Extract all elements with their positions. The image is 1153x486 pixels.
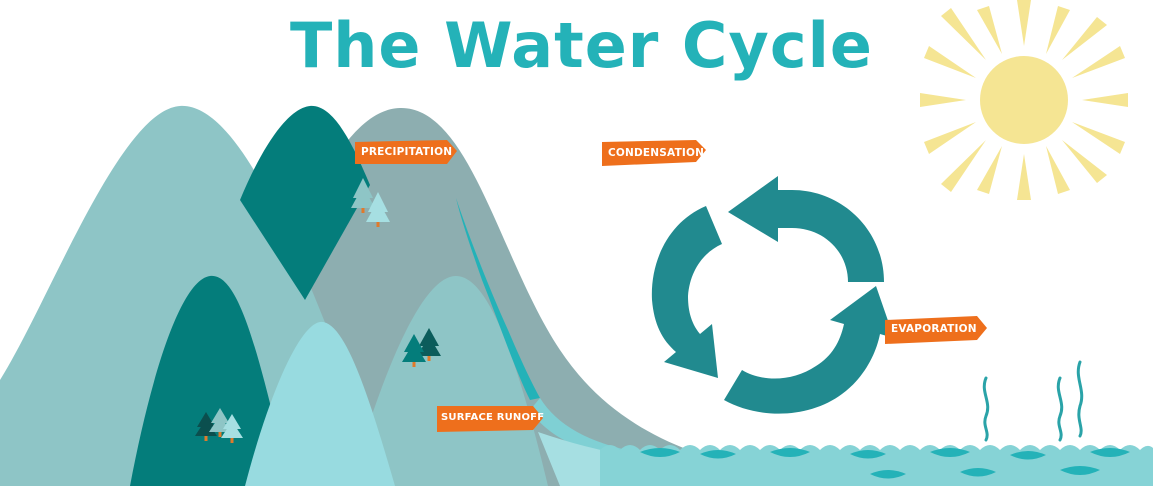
surface-runoff-text: SURFACE RUNOFF	[441, 412, 545, 423]
evaporation-text: EVAPORATION	[891, 323, 977, 335]
condensation-label: CONDENSATION	[602, 140, 706, 166]
sea	[600, 445, 1153, 486]
sun-icon	[920, 0, 1128, 200]
inner-dark-mountain	[130, 275, 290, 486]
precipitation-label: PRECIPITATION	[355, 140, 457, 164]
evaporation-label: EVAPORATION	[885, 316, 987, 344]
middle-mountain	[350, 275, 548, 486]
precipitation-text: PRECIPITATION	[361, 146, 453, 158]
surface-runoff-label: SURFACE RUNOFF	[437, 406, 545, 432]
condensation-text: CONDENSATION	[608, 147, 705, 159]
tree-icon	[195, 178, 441, 443]
page-title: The Water Cycle	[290, 9, 873, 82]
front-mountain	[245, 321, 395, 486]
steam-icon	[982, 360, 1084, 442]
cycle-arrows-icon	[651, 176, 894, 414]
dark-peak	[240, 105, 370, 301]
